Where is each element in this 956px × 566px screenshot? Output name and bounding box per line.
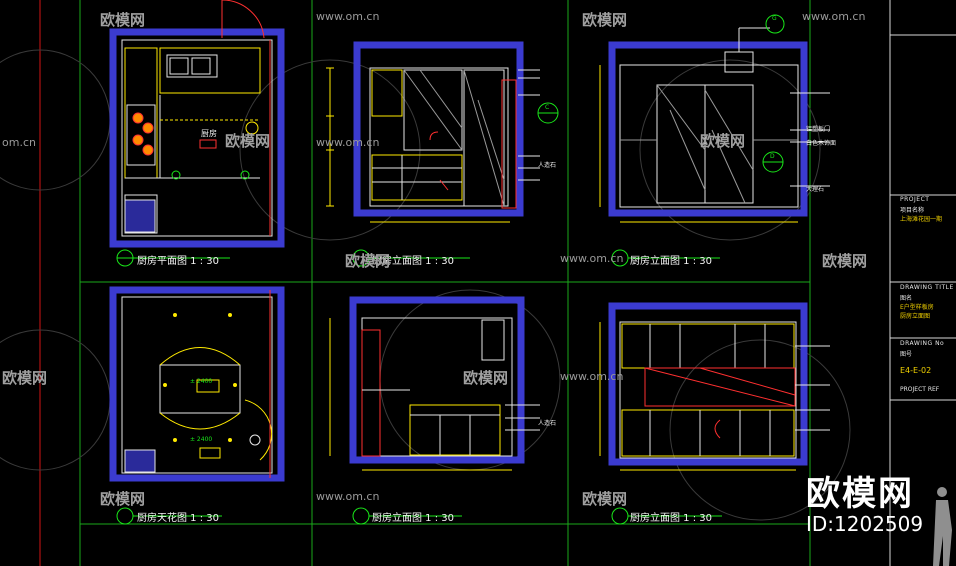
tb-drawing-no-heading: DRAWING No [900, 340, 945, 347]
tb-project-label: 项目名称 [900, 207, 925, 214]
watermark-brand-10: 欧模网 [582, 490, 628, 508]
watermark-site-6: om.cn [2, 136, 36, 149]
watermark-site-5: www.om.cn [560, 370, 624, 383]
view-elevation-c [329, 296, 540, 525]
mark-d: D [770, 153, 775, 160]
view-title-ceiling: 厨房天花图 1 : 30 [137, 513, 219, 524]
view-title-plan: 厨房平面图 1 : 30 [137, 256, 219, 267]
watermark-site-1: www.om.cn [316, 10, 380, 23]
ceiling-height-2: ± 2400 [190, 436, 213, 443]
watermark-figure [933, 487, 952, 566]
title-block-frame [890, 34, 956, 401]
view-ceiling [109, 286, 285, 525]
watermark-site-3: www.om.cn [316, 490, 380, 503]
room-label: 厨房 [201, 129, 217, 138]
mark-c: C [545, 104, 550, 111]
watermark-brand-1: 欧模网 [100, 11, 146, 29]
tb-drawing-no: E4-E-02 [900, 366, 932, 375]
tb-project-ref: PROJECT REF [900, 386, 940, 393]
tb-project-name: 上海滩花园一期 [900, 216, 943, 223]
view-plan [109, 0, 285, 267]
leader-label-3: 大理石 [806, 186, 825, 193]
view-title-elevation-d: 厨房立面图 1 : 30 [630, 513, 712, 524]
watermark-site-4: www.om.cn [560, 252, 624, 265]
ceiling-height-1: ± 2400 [190, 378, 213, 385]
watermark-brand-8: 欧模网 [463, 369, 509, 387]
view-title-elevation-c: 厨房立面图 1 : 30 [372, 513, 454, 524]
watermark-brand-5: 欧模网 [345, 252, 391, 270]
leader-label-2: 铝塑板门 [806, 126, 831, 133]
view-elevation-b [599, 14, 830, 267]
watermark-brand-7: 欧模网 [2, 369, 48, 387]
watermark-brand-6: 欧模网 [822, 252, 868, 270]
tb-drawing-name-1: E户型样板房 [900, 304, 934, 311]
tb-drawing-title-heading: DRAWING TITLE [900, 284, 954, 291]
leader-label-4: 白色木饰面 [806, 140, 837, 147]
tb-project-heading: PROJECT [900, 196, 930, 203]
watermark-brand-3: 欧模网 [225, 132, 271, 150]
watermark-brand-4: 欧模网 [700, 132, 746, 150]
view-elevation-a [326, 41, 559, 267]
watermark-brand-9: 欧模网 [100, 490, 146, 508]
brand-id: ID:1202509 [806, 512, 924, 536]
view-elevation-d [599, 302, 830, 525]
watermark-site-7: www.om.cn [316, 136, 380, 149]
tb-drawing-name-2: 厨房立面图 [900, 313, 931, 320]
mark-g: G [772, 15, 777, 22]
leader-label-1: 人造石 [538, 162, 557, 169]
tb-drawing-no-label: 图号 [900, 351, 913, 358]
brand-logo-text: 欧模网 [806, 474, 914, 514]
leader-label-5: 人造石 [538, 420, 557, 427]
watermark-site-2: www.om.cn [802, 10, 866, 23]
sheet-grid [39, 0, 891, 566]
watermark-brand-2: 欧模网 [582, 11, 628, 29]
view-title-elevation-b: 厨房立面图 1 : 30 [630, 256, 712, 267]
tb-drawing-label: 图名 [900, 295, 913, 302]
view-title-elevation-a: 厨房立面图 1 : 30 [372, 256, 454, 267]
